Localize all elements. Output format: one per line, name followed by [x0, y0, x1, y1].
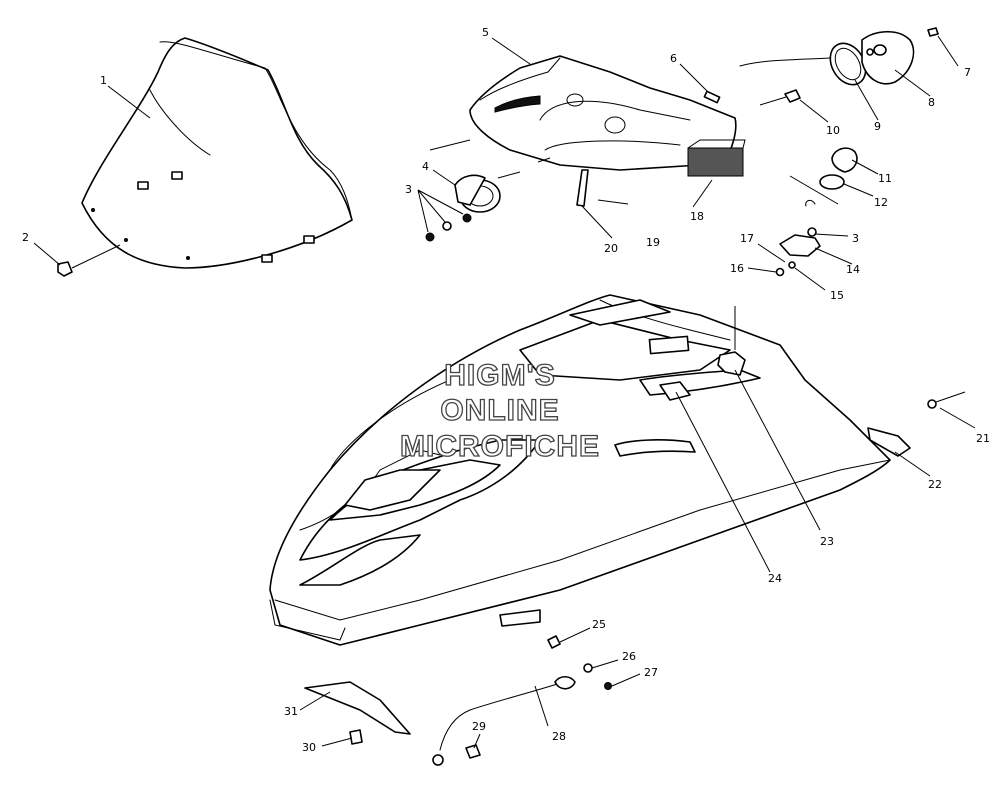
callout-10: 10 [826, 124, 840, 137]
callout-9: 9 [874, 120, 881, 133]
callout-24: 24 [768, 572, 782, 585]
hood[interactable] [269, 294, 891, 646]
callout-6: 6 [670, 52, 677, 65]
callout-30: 30 [302, 741, 316, 754]
windshield-screw[interactable] [57, 244, 121, 277]
callout-15: 15 [830, 289, 844, 302]
callout-14: 14 [846, 263, 860, 276]
callout-27: 27 [644, 666, 658, 679]
switch-bracket[interactable] [775, 199, 821, 277]
bulb-socket[interactable] [759, 89, 801, 106]
dash-console[interactable] [469, 55, 737, 171]
callout-16: 16 [730, 262, 744, 275]
leader-lines [33, 35, 976, 749]
callout-5: 5 [482, 26, 489, 39]
callout-31: 31 [284, 705, 298, 718]
grommets[interactable] [425, 213, 472, 242]
callout-8: 8 [928, 96, 935, 109]
callout-19: 19 [646, 236, 660, 249]
hood-hinge[interactable] [867, 391, 966, 457]
callout-17: 17 [740, 232, 754, 245]
callout-3: 3 [405, 183, 412, 196]
watermark-line-3: MICROFICHE [400, 430, 600, 463]
callout-25: 25 [592, 618, 606, 631]
callout-26: 26 [622, 650, 636, 663]
callout-18: 18 [690, 210, 704, 223]
bolt-and-strap[interactable] [576, 169, 629, 207]
callout-3-right: 3 [852, 232, 859, 245]
hood-cable[interactable] [432, 635, 612, 766]
windshield[interactable] [81, 37, 353, 269]
callout-7: 7 [964, 66, 971, 79]
callout-21: 21 [976, 432, 990, 445]
callout-22: 22 [928, 478, 942, 491]
gauge-assembly[interactable] [739, 27, 939, 91]
callout-2: 2 [22, 231, 29, 244]
callout-23: 23 [820, 535, 834, 548]
callout-28: 28 [552, 730, 566, 743]
callout-1: 1 [100, 74, 107, 87]
headlight[interactable] [454, 174, 501, 213]
callout-29: 29 [472, 720, 486, 733]
watermark-line-1: HIGM'S [444, 359, 555, 392]
watermark-line-2: ONLINE [440, 394, 559, 427]
callout-11: 11 [878, 172, 892, 185]
foam-pad[interactable] [687, 139, 746, 177]
reflector[interactable] [304, 681, 411, 745]
indicator-light[interactable] [819, 147, 858, 190]
pin[interactable] [703, 90, 721, 104]
callout-4: 4 [422, 160, 429, 173]
watermark: HIGM'S ONLINE MICROFICHE [399, 358, 600, 463]
callouts: 1 2 3 3 4 5 6 7 8 9 10 11 12 14 15 16 17… [22, 26, 990, 754]
callout-12: 12 [874, 196, 888, 209]
callout-20: 20 [604, 242, 618, 255]
